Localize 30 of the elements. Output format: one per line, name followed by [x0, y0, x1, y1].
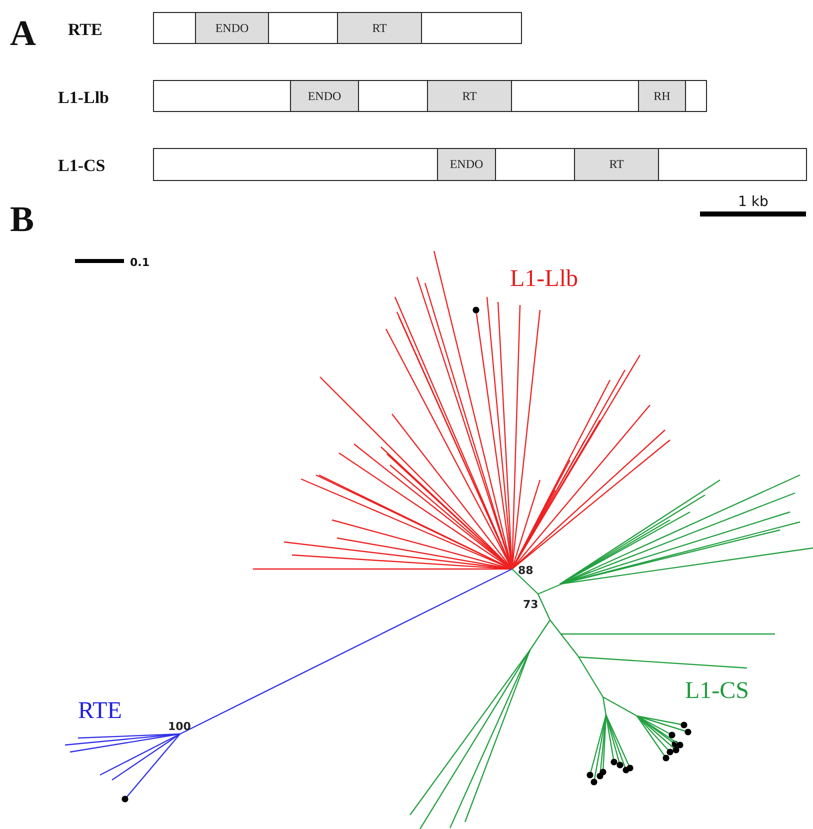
domain-box [574, 148, 659, 181]
domain-box [195, 12, 269, 44]
domain-box [337, 12, 422, 44]
clade-name: RTE [78, 698, 122, 725]
panel-letter: A [10, 12, 36, 54]
domain-name: ENDO [308, 88, 342, 104]
domain-name: RH [654, 88, 670, 104]
clade-name: L1-Llb [510, 266, 578, 293]
domain-box [437, 148, 496, 181]
gene-bar [153, 80, 707, 112]
clade-name: L1-CS [685, 678, 750, 705]
domain-name: RT [462, 88, 477, 104]
sequence-name: RTE [68, 20, 102, 40]
domain-name: ENDO [215, 20, 249, 36]
domain-name: RT [372, 20, 387, 36]
sequence-name: L1-CS [58, 156, 106, 176]
panel-letter: B [10, 198, 34, 240]
bootstrap-value: 100 [168, 720, 191, 733]
bootstrap-value: 88 [518, 564, 534, 577]
domain-name: RT [609, 157, 624, 172]
domain-box [290, 80, 359, 112]
domain-box [427, 80, 512, 112]
scale-label: 0.1 [130, 256, 150, 269]
scale-label: 1 kb [738, 194, 768, 210]
domain-name: ENDO [450, 157, 484, 172]
gene-bar [153, 148, 807, 181]
domain-box [638, 80, 686, 112]
gene-bar [153, 12, 522, 44]
sequence-name: L1-Llb [58, 88, 110, 108]
bootstrap-value: 73 [523, 598, 538, 611]
